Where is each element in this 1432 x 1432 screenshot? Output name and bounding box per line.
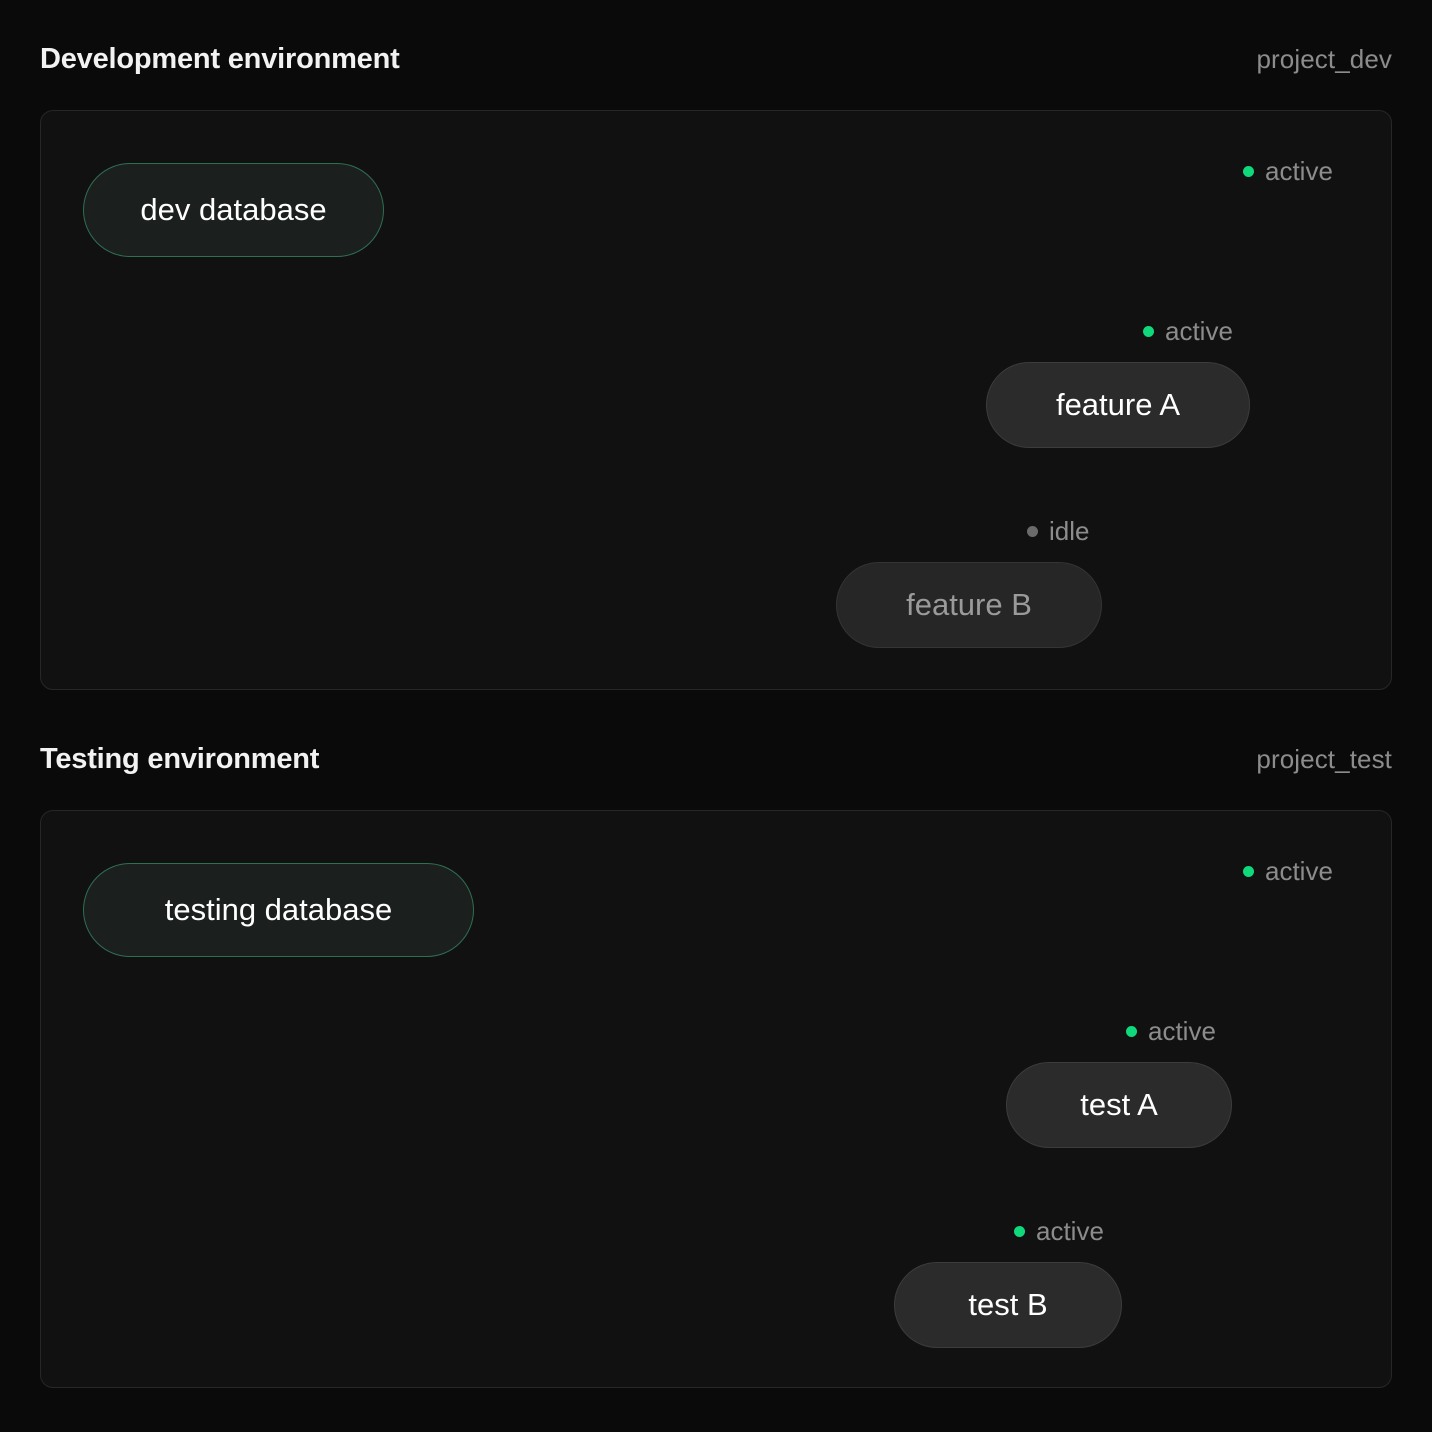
page-title-testing: Testing environment	[40, 743, 320, 775]
status-badge-test-b: active	[1014, 1216, 1104, 1247]
node-feature-a[interactable]: feature A	[986, 362, 1250, 448]
status-dot-icon	[1243, 166, 1254, 177]
status-badge-feature-a: active	[1143, 316, 1233, 347]
status-badge-testing-endpoint: active	[1243, 856, 1333, 887]
status-dot-icon	[1126, 1026, 1137, 1037]
node-label: feature A	[1055, 387, 1181, 422]
node-test-b[interactable]: test B	[894, 1262, 1122, 1348]
status-label: active	[1165, 316, 1233, 346]
node-label: dev database	[140, 192, 327, 227]
status-label: active	[1148, 1016, 1216, 1046]
status-badge-feature-b: idle	[1027, 516, 1089, 547]
node-feature-b[interactable]: feature B	[836, 562, 1102, 648]
status-dot-icon	[1014, 1226, 1025, 1237]
status-label: active	[1036, 1216, 1104, 1246]
status-dot-icon	[1143, 326, 1154, 337]
project-label-development: project_dev	[1256, 44, 1392, 74]
status-badge-test-a: active	[1126, 1016, 1216, 1047]
project-label-testing: project_test	[1256, 744, 1392, 774]
page-title-development: Development environment	[40, 43, 400, 75]
node-dev-database[interactable]: dev database	[83, 163, 384, 257]
section-header-testing: Testing environment project_test	[40, 743, 1392, 776]
node-test-a[interactable]: test A	[1006, 1062, 1232, 1148]
status-dot-icon	[1243, 866, 1254, 877]
node-testing-database[interactable]: testing database	[83, 863, 474, 957]
node-label: feature B	[906, 587, 1032, 622]
node-label: testing database	[164, 892, 393, 927]
node-label: test A	[1080, 1087, 1158, 1122]
status-label: idle	[1049, 516, 1090, 546]
status-dot-icon	[1027, 526, 1038, 537]
section-header-development: Development environment project_dev	[40, 43, 1392, 76]
status-label: active	[1265, 156, 1333, 186]
node-label: test B	[968, 1287, 1048, 1322]
status-label: active	[1265, 856, 1333, 886]
status-badge-dev-endpoint: active	[1243, 156, 1333, 187]
